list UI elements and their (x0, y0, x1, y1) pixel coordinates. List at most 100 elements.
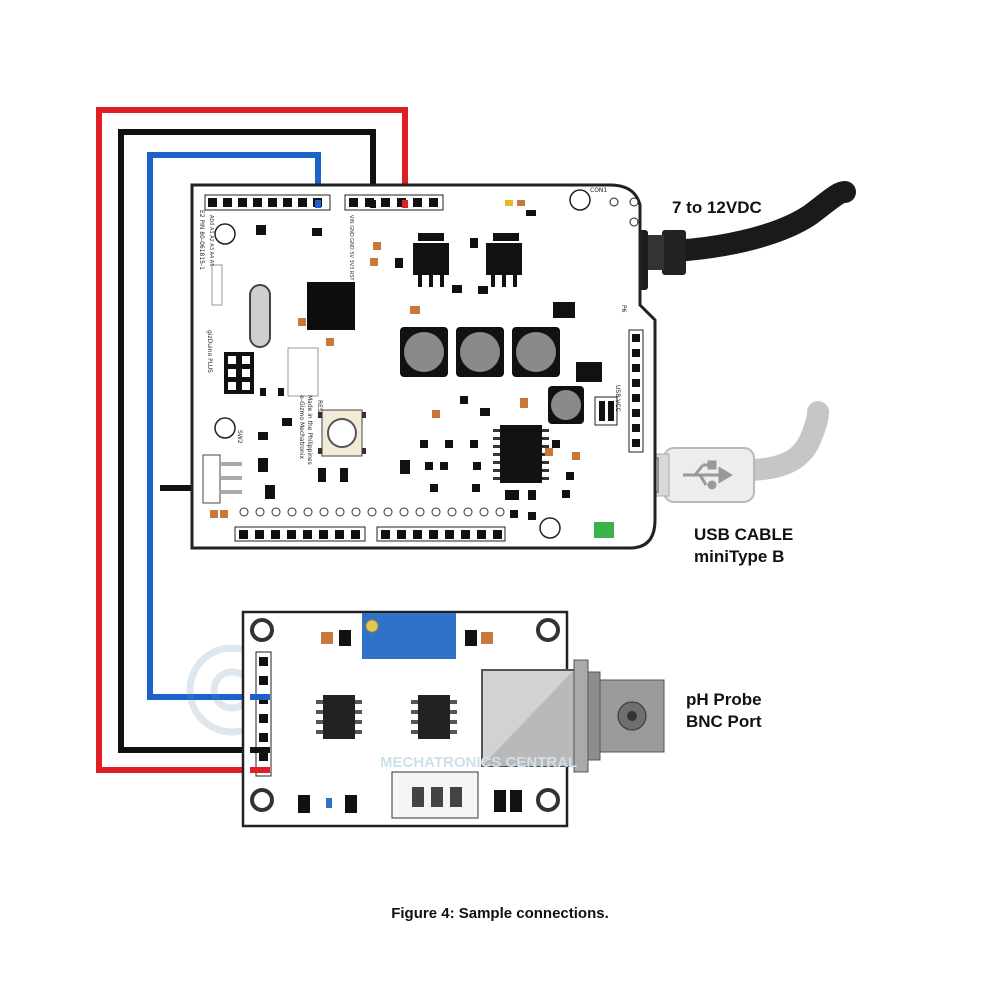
header-pin (397, 530, 406, 539)
header-pin (477, 530, 486, 539)
via-hole (399, 507, 409, 517)
mount-hole (569, 189, 591, 211)
header-pin (239, 530, 248, 539)
svg-text:Made in the Philippines: Made in the Philippines (306, 395, 313, 465)
smd-part (425, 462, 433, 470)
analog-header (204, 194, 331, 211)
header-pin (271, 530, 280, 539)
mount-hole (250, 618, 274, 642)
via-hole (495, 507, 505, 517)
usb-cable-label-line1: USB CABLE (694, 525, 794, 544)
via-hole (351, 507, 361, 517)
header-pin (632, 349, 640, 357)
svg-text:SW2: SW2 (236, 430, 243, 444)
icsp-header (224, 352, 254, 394)
chip-pin (493, 429, 500, 432)
right-header (628, 329, 644, 453)
svg-text:VIN GND GND 5V 3V3 RST: VIN GND GND 5V 3V3 RST (348, 215, 354, 282)
power-input-label: 7 to 12VDC (672, 198, 762, 217)
smd-part (510, 510, 518, 518)
bottom-header (234, 507, 506, 542)
smd-part (440, 462, 448, 470)
header-pin (238, 198, 247, 207)
header-pin (255, 530, 264, 539)
via-hole (383, 507, 393, 517)
ph-probe-label: pH Probe BNC Port (686, 689, 762, 733)
ph-probe-label-line2: BNC Port (686, 712, 762, 731)
header-pin (253, 198, 262, 207)
via-hole (479, 507, 489, 517)
smd-part (410, 306, 420, 314)
header-pin (223, 198, 232, 207)
header-pin (259, 733, 268, 742)
smd-part (520, 398, 528, 408)
header-pin (381, 198, 390, 207)
smd-part (478, 286, 488, 294)
header-pin (429, 198, 438, 207)
ph-board-watermark: MECHATRONICS CENTRAL (380, 754, 577, 771)
smd-part (552, 440, 560, 448)
svg-text:CON1: CON1 (590, 187, 607, 194)
smd-part (562, 490, 570, 498)
header-pin (493, 530, 502, 539)
smd-part (312, 228, 322, 236)
header-pin (319, 530, 328, 539)
smd-part (480, 408, 490, 416)
header-pin (351, 530, 360, 539)
smd-part (258, 458, 268, 472)
smd-part (445, 440, 453, 448)
usb-chip (493, 425, 549, 483)
header-pin (335, 530, 344, 539)
ph-header (255, 651, 272, 777)
header-pin (287, 530, 296, 539)
temperature-connector (391, 771, 479, 819)
header-pin (259, 752, 268, 761)
header-pin (397, 198, 406, 207)
blue-wire (147, 152, 321, 700)
crystal (249, 284, 271, 348)
bnc-connector (481, 659, 665, 773)
header-pin (429, 530, 438, 539)
header-pin (208, 198, 217, 207)
power-header (344, 194, 444, 211)
mount-hole (214, 223, 236, 245)
smd-part (566, 472, 574, 480)
ph-sensor-board: MECHATRONICS CENTRAL (186, 610, 665, 828)
header-pin (632, 409, 640, 417)
svg-text:gizDuino PLUS: gizDuino PLUS (206, 330, 213, 373)
chip-pin (493, 461, 500, 464)
silkscreen: gizDuino PLUS E2 PIN 80-061815-1 RESET S… (198, 187, 627, 465)
chip-pin (542, 429, 549, 432)
smd-part (470, 440, 478, 448)
header-pin (259, 714, 268, 723)
mount-hole (214, 417, 236, 439)
smd-part (572, 452, 580, 460)
chip-pin (493, 477, 500, 480)
figure-caption: Figure 4: Sample connections. (391, 905, 609, 922)
smd-part (210, 510, 218, 518)
header-pin (632, 424, 640, 432)
header-pin (303, 530, 312, 539)
svg-text:USB VCC: USB VCC (614, 385, 621, 412)
mount-hole (536, 618, 560, 642)
smd-part (278, 388, 284, 396)
header-pin (298, 198, 307, 207)
smd-part (370, 258, 378, 266)
header-pin (381, 530, 390, 539)
smd-part (420, 440, 428, 448)
smd-part (395, 258, 403, 268)
header-pin (413, 198, 422, 207)
via-hole (447, 507, 457, 517)
usb-symbol-icon (683, 460, 733, 490)
smd-part (505, 490, 519, 500)
smd-part (545, 448, 553, 456)
reset-button (318, 409, 366, 457)
smd-part (526, 210, 536, 216)
via-hole (319, 507, 329, 517)
smd-part (400, 460, 410, 474)
capacitors (400, 327, 584, 424)
smd-part (220, 510, 228, 518)
ph-probe-label-line1: pH Probe (686, 690, 762, 709)
smd-part (432, 410, 440, 418)
smd-part (265, 485, 275, 499)
